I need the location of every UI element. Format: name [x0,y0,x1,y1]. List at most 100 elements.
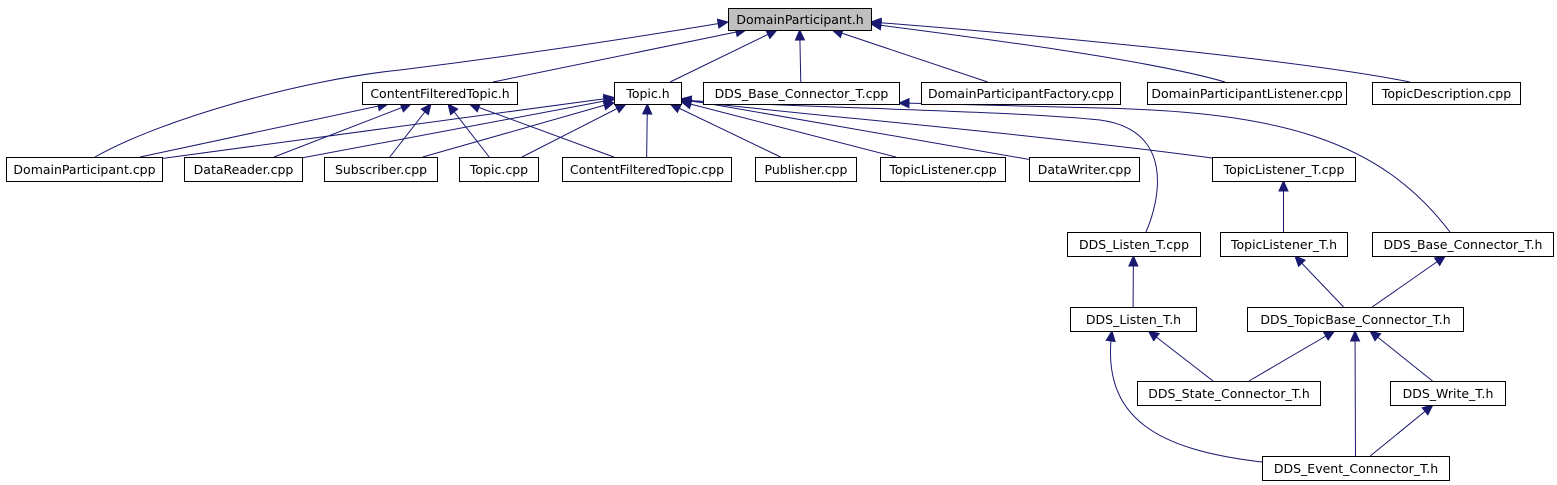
edge-topic-cpp-to-contentfilteredtopic-h-arrowhead [447,103,459,116]
node-dds-listen-t-cpp[interactable]: DDS_Listen_T.cpp [1067,232,1201,257]
node-dds-state-connector-t-h[interactable]: DDS_State_Connector_T.h [1137,381,1321,406]
edge-domainparticipantlistener-cpp-to-domainparticipant-h-line [870,23,1226,83]
edge-dds-topicbase-connector-t-h-to-dds-base-connector-t-h-arrowhead [1433,255,1447,267]
node-domainparticipantlistener-cpp-label: DomainParticipantListener.cpp [1151,86,1342,101]
edge-topiclistener-t-h-to-topiclistener-t-cpp-arrowhead [1278,179,1289,192]
node-topiclistener-cpp-label: TopicListener.cpp [888,162,996,177]
edge-dds-listen-t-cpp-to-topic-h [679,95,1158,233]
node-publisher-cpp-box [755,157,857,182]
edge-dds-listen-t-cpp-to-topic-h-arrowhead [679,95,692,106]
node-dds-topicbase-connector-t-h-label: DDS_TopicBase_Connector_T.h [1260,312,1450,327]
edge-dds-state-connector-t-h-to-dds-listen-t-h-arrowhead [1147,330,1161,342]
edge-subscriber-cpp-to-topic-h [422,100,616,158]
node-domainparticipant-cpp-label: DomainParticipant.cpp [13,162,155,177]
edge-contentfilteredtopic-cpp-to-contentfilteredtopic-h-line [469,103,614,158]
edge-dds-event-connector-t-h-to-dds-write-t-h [1369,404,1434,457]
node-dds-write-t-h-box [1390,381,1506,406]
node-topiclistener-t-cpp-label: TopicListener_T.cpp [1223,162,1345,177]
edge-domainparticipant-cpp-to-domainparticipant-h-arrowhead [716,18,730,29]
edge-dds-state-connector-t-h-to-dds-topicbase-connector-t-h-arrowhead [1322,330,1336,341]
node-topiclistener-cpp[interactable]: TopicListener.cpp [880,157,1006,182]
node-domainparticipant-cpp[interactable]: DomainParticipant.cpp [6,157,163,182]
node-contentfilteredtopic-cpp[interactable]: ContentFilteredTopic.cpp [562,157,732,182]
edge-topicdescription-cpp-to-domainparticipant-h-line [870,21,1411,83]
edge-dds-topicbase-connector-t-h-to-dds-base-connector-t-h [1371,255,1447,308]
edge-topiclistener-t-cpp-to-topic-h [679,96,1213,159]
node-subscriber-cpp-box [324,157,438,182]
node-dds-state-connector-t-h-label: DDS_State_Connector_T.h [1148,386,1310,401]
node-publisher-cpp[interactable]: Publisher.cpp [755,157,857,182]
node-dds-listen-t-h-box [1070,307,1197,332]
node-datawriter-cpp[interactable]: DataWriter.cpp [1029,157,1140,182]
edge-subscriber-cpp-to-contentfilteredtopic-h [389,103,432,158]
edge-dds-state-connector-t-h-to-dds-topicbase-connector-t-h-line [1248,330,1335,382]
edge-publisher-cpp-to-topic-h [669,103,781,158]
node-contentfilteredtopic-h-box [362,82,518,105]
node-topiclistener-t-h-label: TopicListener_T.h [1230,237,1337,252]
node-topiclistener-t-h-box [1220,232,1348,257]
node-domainparticipantfactory-cpp-label: DomainParticipantFactory.cpp [928,86,1114,101]
edge-datawriter-cpp-to-topic-h-line [680,98,1030,160]
edge-topiclistener-cpp-to-topic-h-line [680,101,897,158]
edge-publisher-cpp-to-topic-h-arrowhead [669,103,683,114]
node-domainparticipant-h-box [728,8,872,31]
edge-dds-listen-t-cpp-to-topic-h-line [680,99,1158,233]
node-topiclistener-t-cpp[interactable]: TopicListener_T.cpp [1212,157,1356,182]
node-dds-base-connector-t-h-box [1372,232,1554,257]
node-dds-base-connector-t-cpp[interactable]: DDS_Base_Connector_T.cpp [703,82,900,105]
edge-dds-topicbase-connector-t-h-to-topiclistener-t-h-line [1294,255,1344,308]
node-dds-base-connector-t-h[interactable]: DDS_Base_Connector_T.h [1372,232,1554,257]
node-datareader-cpp[interactable]: DataReader.cpp [184,157,303,182]
node-domainparticipantlistener-cpp[interactable]: DomainParticipantListener.cpp [1147,82,1347,105]
node-topicdescription-cpp[interactable]: TopicDescription.cpp [1372,82,1521,105]
node-dds-listen-t-h[interactable]: DDS_Listen_T.h [1070,307,1197,332]
edge-topic-cpp-to-contentfilteredtopic-h [447,103,490,158]
edge-dds-base-connector-t-cpp-to-domainparticipant-h [794,28,806,83]
node-topic-h[interactable]: Topic.h [614,82,682,105]
edge-contentfilteredtopic-cpp-to-topic-h-arrowhead [641,102,653,115]
edge-domainparticipantfactory-cpp-to-domainparticipant-h [831,28,988,83]
node-domainparticipantfactory-cpp[interactable]: DomainParticipantFactory.cpp [921,82,1121,105]
edge-domainparticipant-cpp-to-domainparticipant-h [94,18,730,158]
node-topic-cpp-box [459,157,539,182]
edge-subscriber-cpp-to-topic-h-line [422,102,615,158]
node-dds-event-connector-t-h[interactable]: DDS_Event_Connector_T.h [1262,456,1450,481]
node-topiclistener-cpp-box [880,157,1006,182]
node-topic-h-label: Topic.h [625,86,669,101]
edge-dds-topicbase-connector-t-h-to-topiclistener-t-h [1294,255,1344,308]
node-dds-write-t-h[interactable]: DDS_Write_T.h [1390,381,1506,406]
node-dds-topicbase-connector-t-h[interactable]: DDS_TopicBase_Connector_T.h [1247,307,1464,332]
edge-dds-event-connector-t-h-to-dds-listen-t-h [1105,329,1263,463]
node-topiclistener-t-cpp-box [1212,157,1356,182]
node-dds-event-connector-t-h-label: DDS_Event_Connector_T.h [1274,461,1438,476]
edge-domainparticipant-cpp-to-contentfilteredtopic-h-line [140,103,389,158]
edge-dds-state-connector-t-h-to-dds-topicbase-connector-t-h [1248,330,1336,382]
node-topiclistener-t-h[interactable]: TopicListener_T.h [1220,232,1348,257]
edge-subscriber-cpp-to-contentfilteredtopic-h-arrowhead [420,103,432,116]
edge-dds-listen-t-h-to-dds-listen-t-cpp [1128,254,1139,308]
node-dds-topicbase-connector-t-h-box [1247,307,1464,332]
node-domainparticipant-cpp-box [6,157,163,182]
node-dds-base-connector-t-h-label: DDS_Base_Connector_T.h [1384,237,1543,252]
node-topic-cpp[interactable]: Topic.cpp [459,157,539,182]
node-dds-base-connector-t-cpp-box [703,82,900,105]
edge-domainparticipantlistener-cpp-to-domainparticipant-h [869,20,1226,83]
edge-dds-write-t-h-to-dds-topicbase-connector-t-h-line [1369,330,1433,382]
edge-dds-state-connector-t-h-to-dds-listen-t-h [1147,330,1214,382]
node-topicdescription-cpp-label: TopicDescription.cpp [1381,86,1511,101]
edge-topic-cpp-to-contentfilteredtopic-h-line [447,103,490,158]
edge-datareader-cpp-to-topic-h [301,96,616,159]
node-contentfilteredtopic-cpp-label: ContentFilteredTopic.cpp [570,162,724,177]
edge-dds-event-connector-t-h-to-dds-write-t-h-line [1369,404,1434,457]
edge-dds-event-connector-t-h-to-dds-topicbase-connector-t-h-arrowhead [1349,329,1361,342]
node-dds-listen-t-cpp-label: DDS_Listen_T.cpp [1079,237,1189,252]
node-domainparticipant-h: DomainParticipant.h [728,8,872,31]
edge-topic-cpp-to-topic-h [521,103,628,158]
edge-dds-event-connector-t-h-to-dds-listen-t-h-arrowhead [1105,329,1116,343]
edge-dds-event-connector-t-h-to-dds-write-t-h-arrowhead [1421,404,1434,416]
node-contentfilteredtopic-h[interactable]: ContentFilteredTopic.h [362,82,518,105]
node-subscriber-cpp[interactable]: Subscriber.cpp [324,157,438,182]
edge-domainparticipant-cpp-to-topic-h-line [161,97,615,159]
edge-dds-topicbase-connector-t-h-to-topiclistener-t-h-arrowhead [1294,255,1307,268]
